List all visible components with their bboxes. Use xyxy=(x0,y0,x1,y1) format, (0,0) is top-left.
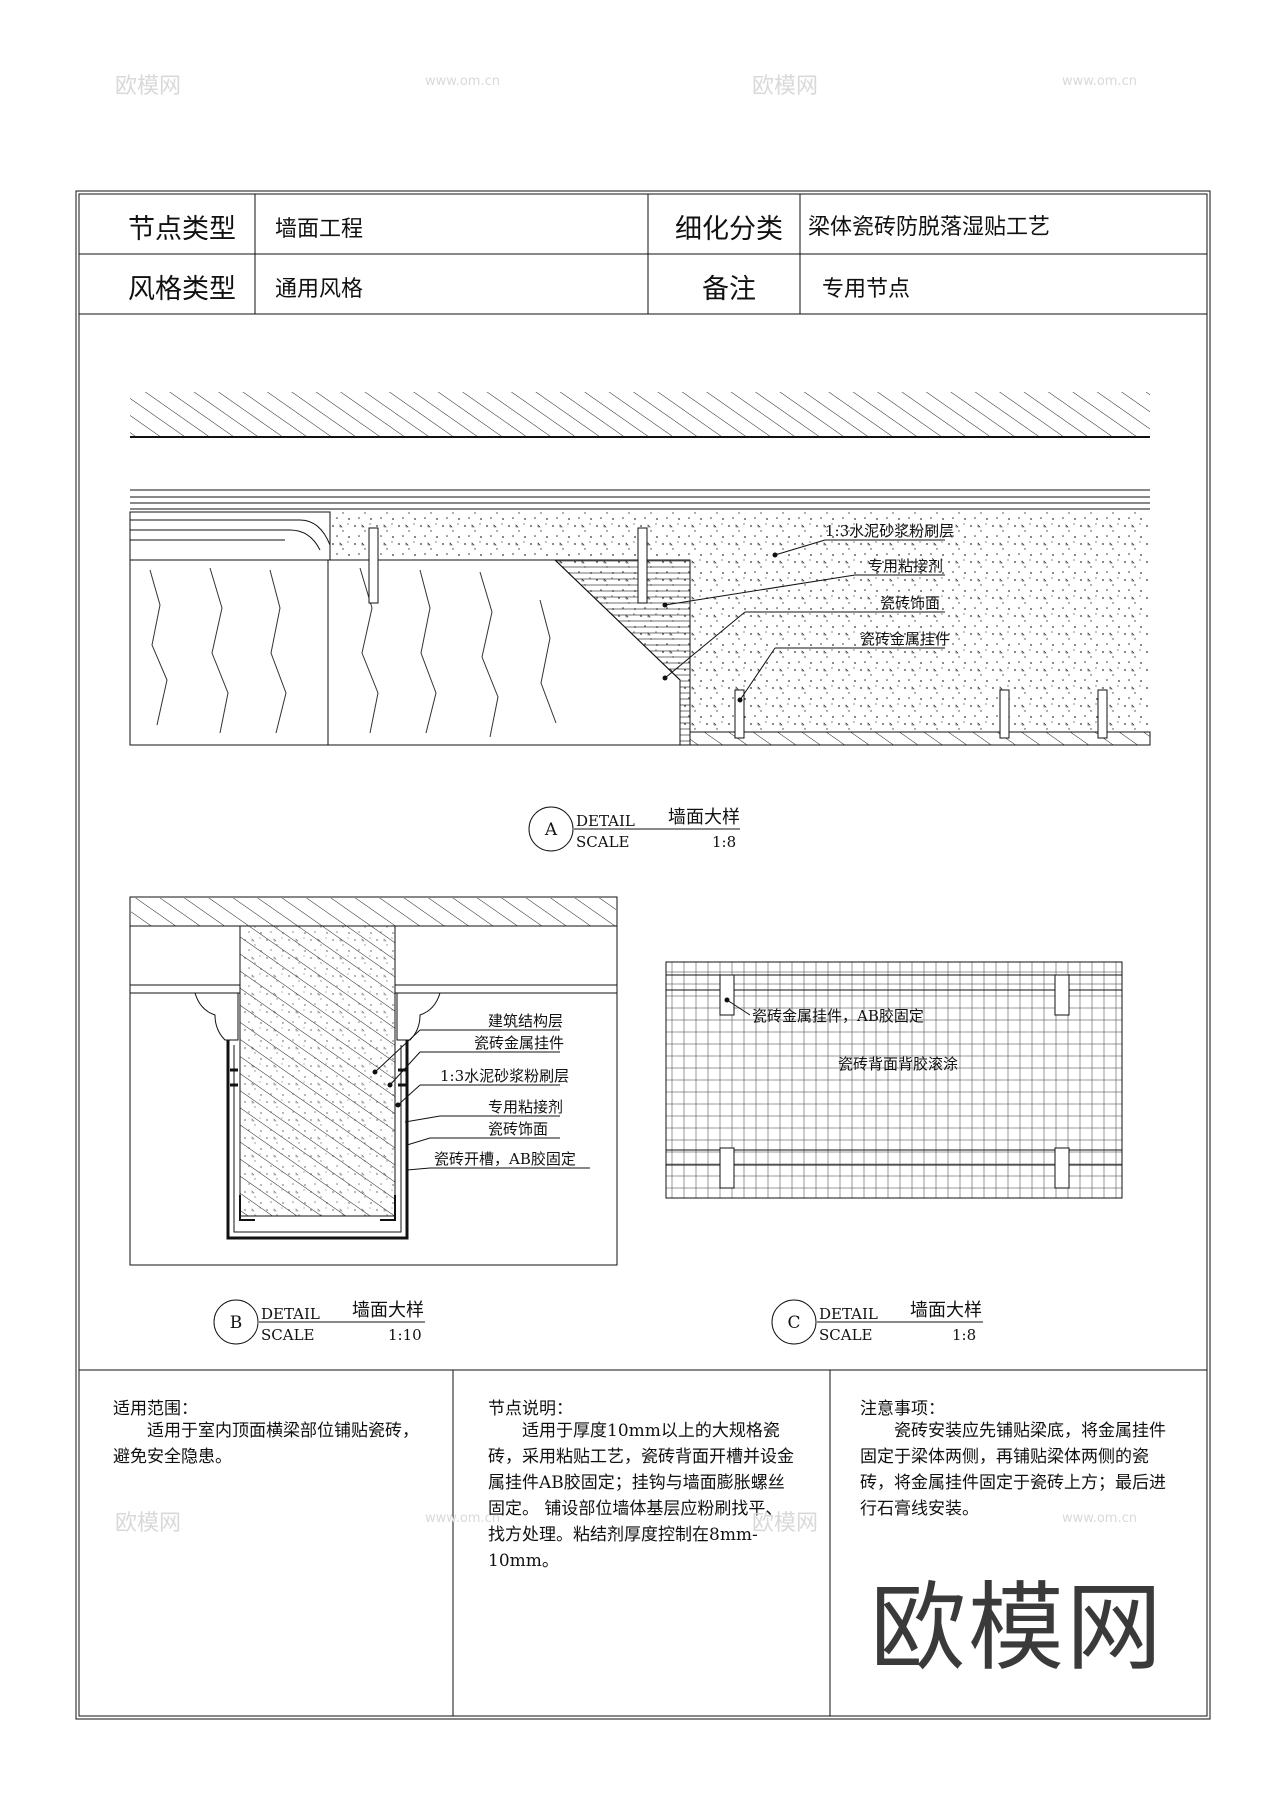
note-scope-title: 适用范围： xyxy=(113,1399,198,1419)
watermark-site: www.om.cn xyxy=(425,1511,500,1526)
watermark-brand: 欧模网 xyxy=(115,74,182,99)
detail-b-title: 墙面大样 xyxy=(352,1300,424,1321)
detail-a-circle xyxy=(528,806,574,852)
header-label-category: 细化分类 xyxy=(675,214,783,245)
detail-a-callout-4: 瓷砖金属挂件 xyxy=(860,630,950,648)
detail-b-callout-2: 瓷砖金属挂件 xyxy=(474,1034,564,1052)
detail-a-callout-1: 1:3水泥砂浆粉刷层 xyxy=(825,522,954,540)
detail-b-callout-6: 瓷砖开槽，AB胶固定 xyxy=(434,1150,576,1168)
watermark-brand: 欧模网 xyxy=(115,1511,182,1536)
detail-a-detail-word: DETAIL xyxy=(576,812,635,830)
header-label-remark: 备注 xyxy=(702,274,756,305)
detail-a-tag: A xyxy=(544,820,558,840)
detail-a-drawing xyxy=(129,392,1151,746)
detail-b-circle xyxy=(213,1299,259,1345)
detail-c-circle xyxy=(771,1299,817,1345)
detail-b-scale: 1:10 xyxy=(388,1326,422,1344)
detail-b-callout-3: 1:3水泥砂浆粉刷层 xyxy=(440,1067,569,1085)
note-explain-body: 适用于厚度10mm以上的大规格瓷砖，采用粘贴工艺，瓷砖背面开槽并设金属挂件AB胶… xyxy=(488,1421,794,1571)
detail-a-title: 墙面大样 xyxy=(668,807,740,828)
header-value-style-type: 通用风格 xyxy=(275,277,364,302)
detail-c-callout-1: 瓷砖金属挂件，AB胶固定 xyxy=(752,1007,924,1025)
note-caution-body: 瓷砖安装应先铺贴梁底，将金属挂件固定于梁体两侧，再铺贴梁体两侧的瓷砖，将金属挂件… xyxy=(860,1421,1166,1519)
detail-b-detail-word: DETAIL xyxy=(261,1305,320,1323)
note-caution-title: 注意事项： xyxy=(860,1399,945,1419)
detail-c-scale-word: SCALE xyxy=(819,1326,873,1344)
note-scope-body: 适用于室内顶面横梁部位铺贴瓷砖，避免安全隐患。 xyxy=(113,1421,419,1467)
header-value-remark: 专用节点 xyxy=(822,277,911,302)
detail-b-callout-4: 专用粘接剂 xyxy=(488,1098,563,1116)
watermark-brand: 欧模网 xyxy=(752,74,819,99)
detail-b-callout-5: 瓷砖饰面 xyxy=(488,1120,548,1138)
detail-c-callout-2: 瓷砖背面背胶滚涂 xyxy=(838,1055,958,1073)
detail-a-callout-2: 专用粘接剂 xyxy=(868,557,943,575)
header-label-style-type: 风格类型 xyxy=(128,274,236,305)
detail-a-scale-word: SCALE xyxy=(576,833,630,851)
header-label-node-type: 节点类型 xyxy=(128,214,236,245)
detail-b-tag: B xyxy=(230,1313,243,1333)
outer-frame xyxy=(75,190,1211,1720)
detail-a-scale: 1:8 xyxy=(712,833,736,851)
watermark-site: www.om.cn xyxy=(425,74,500,89)
brand-logo-text: 欧模网 xyxy=(870,1572,1164,1684)
detail-c-title: 墙面大样 xyxy=(910,1300,982,1321)
watermark-site: www.om.cn xyxy=(1062,1511,1137,1526)
detail-b-drawing xyxy=(129,896,618,1266)
detail-c-scale: 1:8 xyxy=(952,1326,976,1344)
detail-c-drawing xyxy=(665,961,1123,1199)
header-value-category: 梁体瓷砖防脱落湿贴工艺 xyxy=(808,215,1051,240)
watermark-site: www.om.cn xyxy=(1062,74,1137,89)
detail-b-scale-word: SCALE xyxy=(261,1326,315,1344)
detail-a-callout-3: 瓷砖饰面 xyxy=(880,594,940,612)
note-explain-title: 节点说明： xyxy=(488,1399,573,1419)
detail-c-detail-word: DETAIL xyxy=(819,1305,878,1323)
header-value-node-type: 墙面工程 xyxy=(275,217,364,242)
watermark-brand: 欧模网 xyxy=(752,1511,819,1536)
detail-c-tag: C xyxy=(787,1313,800,1333)
detail-b-callout-1: 建筑结构层 xyxy=(488,1012,563,1030)
